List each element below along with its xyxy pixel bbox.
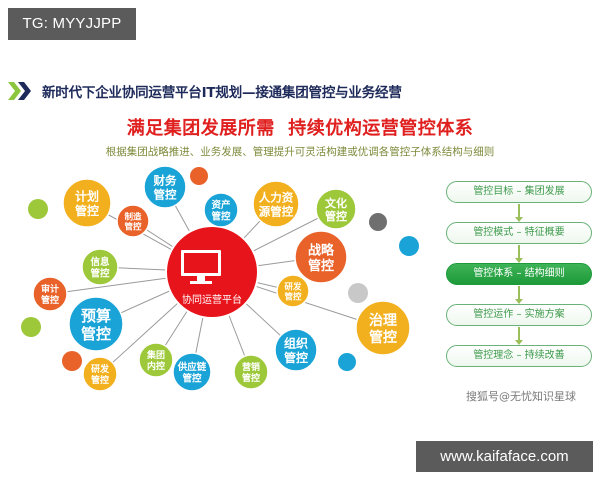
svg-text:管控: 管控 bbox=[211, 211, 231, 223]
top-watermark-tag: TG: MYYJJPP bbox=[8, 8, 136, 40]
slide-title: 新时代下企业协同运营平台IT规划—接通集团管控与业务经营 bbox=[42, 85, 402, 101]
hub-label: 协同运营平台 bbox=[182, 293, 242, 306]
svg-text:信息: 信息 bbox=[90, 256, 110, 268]
svg-text:管控: 管控 bbox=[182, 373, 202, 385]
svg-text:管控: 管控 bbox=[75, 203, 99, 218]
svg-text:组织: 组织 bbox=[284, 336, 308, 351]
hub-node: 协同运营平台 bbox=[165, 225, 259, 319]
subheadline: 根据集团战略推进、业务发展、管理提升可灵活构建或优调各管控子体系结构与细则 bbox=[105, 146, 495, 158]
svg-text:文化: 文化 bbox=[325, 196, 347, 210]
spoke-nodes: 计划管控财务管控制造管控资产管控人力资源管控文化管控战略管控研发管控治理管控组织… bbox=[32, 165, 411, 392]
headline: 满足集团发展所需 持续优构运营管控体系 bbox=[126, 118, 474, 139]
down-arrow-icon bbox=[515, 245, 523, 263]
svg-text:审计: 审计 bbox=[41, 283, 59, 295]
flow-step-goal: 管控目标 – 集团发展 bbox=[446, 181, 592, 203]
svg-text:治理: 治理 bbox=[369, 312, 397, 329]
svg-text:管控: 管控 bbox=[242, 372, 260, 384]
down-arrow-icon bbox=[515, 286, 523, 304]
svg-text:计划: 计划 bbox=[75, 189, 99, 204]
flow-step-philosophy: 管控理念 – 持续改善 bbox=[446, 345, 592, 367]
svg-text:预算: 预算 bbox=[81, 307, 111, 325]
svg-text:集团: 集团 bbox=[146, 349, 165, 361]
svg-text:管控: 管控 bbox=[90, 268, 110, 280]
bottom-watermark-tag: www.kaifaface.com bbox=[416, 441, 593, 472]
flow-step-mode: 管控模式 – 特征概要 bbox=[446, 222, 592, 244]
svg-text:管控: 管控 bbox=[124, 222, 142, 233]
svg-text:内控: 内控 bbox=[147, 360, 165, 372]
slide-header: 新时代下企业协同运营平台IT规划—接通集团管控与业务经营 bbox=[8, 80, 402, 102]
svg-text:管控: 管控 bbox=[284, 292, 302, 303]
svg-text:管控: 管控 bbox=[81, 325, 111, 343]
flow-step-operation: 管控运作 – 实施方案 bbox=[446, 304, 592, 326]
svg-text:研发: 研发 bbox=[91, 363, 110, 375]
double-chevron-icon bbox=[8, 81, 34, 101]
down-arrow-icon bbox=[515, 327, 523, 345]
svg-text:财务: 财务 bbox=[153, 174, 177, 188]
svg-text:供应链: 供应链 bbox=[177, 361, 207, 373]
svg-text:管控: 管控 bbox=[41, 294, 59, 306]
svg-text:管控: 管控 bbox=[325, 209, 347, 223]
down-arrow-icon bbox=[515, 204, 523, 222]
svg-text:管控: 管控 bbox=[308, 258, 334, 274]
svg-text:管控: 管控 bbox=[91, 374, 109, 386]
svg-text:资产: 资产 bbox=[211, 199, 231, 211]
source-watermark: 搜狐号@无忧知识星球 bbox=[466, 390, 576, 403]
svg-text:人力资: 人力资 bbox=[259, 191, 294, 205]
svg-text:源管控: 源管控 bbox=[258, 205, 294, 219]
svg-text:管控: 管控 bbox=[369, 329, 397, 346]
svg-text:管控: 管控 bbox=[154, 188, 177, 202]
svg-text:管控: 管控 bbox=[284, 350, 308, 365]
svg-text:战略: 战略 bbox=[308, 242, 335, 258]
svg-text:研发: 研发 bbox=[284, 281, 302, 292]
monitor-icon bbox=[181, 250, 221, 284]
svg-text:营销: 营销 bbox=[242, 361, 260, 373]
svg-text:制造: 制造 bbox=[124, 211, 142, 222]
decorative-dots bbox=[21, 167, 419, 371]
flow-step-system: 管控体系 – 结构细则 bbox=[446, 263, 592, 285]
